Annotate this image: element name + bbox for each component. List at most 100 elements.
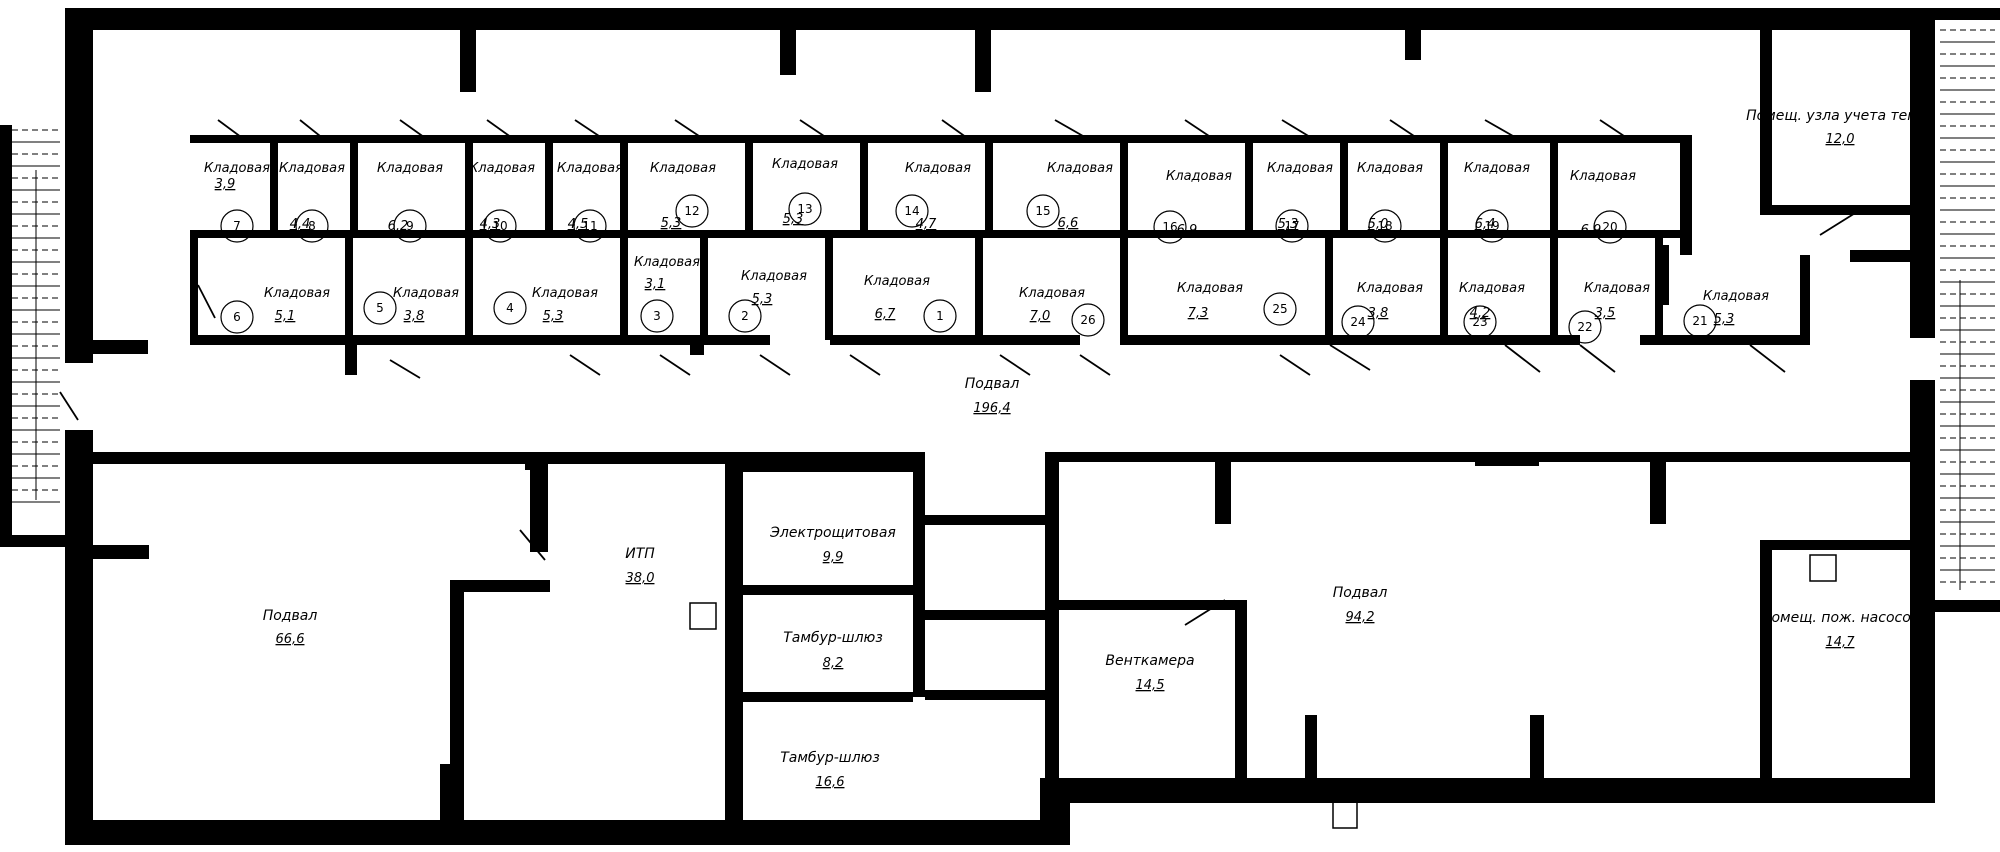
storage-partition: [345, 235, 353, 340]
stair-wall-left: [0, 125, 12, 545]
room-number-circle: [1683, 304, 1717, 338]
storage-bottom-wall-left: [190, 335, 770, 345]
door-leaf: [1184, 119, 1216, 141]
door-leaf: [799, 119, 831, 141]
room-number-circle: [1568, 310, 1602, 344]
room-area: 6,9: [1581, 223, 1602, 238]
door-leaf: [849, 354, 881, 376]
shaft-square: [1809, 554, 1837, 582]
room-number-circle: [1153, 210, 1187, 244]
room-number-circle: [1263, 292, 1297, 326]
storage-partition: [190, 235, 198, 340]
room-name: Кладовая: [905, 161, 971, 176]
room-area: 8,2: [823, 656, 844, 671]
door-leaf: [1329, 344, 1371, 371]
room-name: Кладовая: [634, 255, 700, 270]
room-name: Кладовая: [469, 161, 535, 176]
door-leaf: [941, 119, 971, 141]
room-number: 21: [1692, 314, 1707, 328]
storage-partition: [860, 135, 868, 235]
room-name: Кладовая: [279, 161, 345, 176]
storage-partition: [825, 235, 833, 340]
room-number: 19: [1484, 219, 1499, 233]
storage-partition: [1325, 235, 1333, 340]
room-name: Кладовая: [1357, 281, 1423, 296]
door-leaf: [1079, 354, 1111, 376]
room-area: 3,8: [404, 309, 425, 324]
room-number-circle: [640, 299, 674, 333]
itp-wall-top: [450, 580, 550, 592]
room-area: 3,1: [645, 277, 666, 292]
service-block-right: [913, 462, 925, 697]
left-basement-stub: [93, 545, 149, 559]
room-name: Подвал: [1333, 585, 1388, 601]
room-name: Подвал: [965, 376, 1020, 392]
stair-wall-bottom: [1935, 600, 2000, 612]
walls: [0, 8, 2000, 845]
left-basement-pier: [440, 764, 450, 820]
room-number-circle: [923, 299, 957, 333]
outer-wall-left-lower: [65, 430, 93, 845]
storage-partition: [270, 135, 278, 235]
door-leaf: [569, 354, 601, 376]
room-area: 5,3: [1714, 312, 1735, 327]
room-number: 6: [233, 310, 241, 324]
room-area: 4,3: [480, 217, 501, 232]
door-leaf: [1279, 354, 1311, 376]
room-name: Кладовая: [1584, 281, 1650, 296]
wall-pier: [975, 30, 991, 92]
room-area: 5,0: [1368, 217, 1389, 232]
room-area: 12,0: [1826, 132, 1855, 147]
door-leaf: [1579, 344, 1616, 373]
room-name: Кладовая: [1267, 161, 1333, 176]
room-area: 6,6: [1058, 216, 1079, 231]
room-number-circle: [220, 300, 254, 334]
room-number: 14: [904, 204, 919, 218]
room-area: 4,5: [568, 217, 589, 232]
room-area: 3,8: [1368, 306, 1389, 321]
storage-partition: [465, 135, 473, 235]
door-leaf: [486, 119, 516, 141]
door-leaf: [574, 119, 606, 141]
itp-door-jamb: [530, 462, 548, 552]
room-name: Кладовая: [1703, 289, 1769, 304]
basement-right-pier-3: [1650, 452, 1666, 524]
room-number-circle: [895, 194, 929, 228]
stair-wall-top: [1935, 8, 2000, 20]
door-leaf: [1054, 119, 1091, 141]
room-number-circle: [363, 291, 397, 325]
storage-partition: [700, 235, 708, 340]
door-leaf: [197, 284, 216, 319]
room-area: 66,6: [276, 632, 305, 647]
outer-wall-left-upper: [65, 8, 93, 363]
room-name: Кладовая: [1357, 161, 1423, 176]
basement-right-pier-5: [1530, 715, 1544, 780]
storage-bottom-wall-far: [1640, 335, 1810, 345]
storage-partition: [1120, 235, 1128, 340]
itp-wall-left: [450, 580, 464, 820]
wall-pier: [780, 30, 796, 75]
wall-pier: [460, 30, 476, 92]
room-number: 1: [936, 309, 944, 323]
room-number-circle: [393, 209, 427, 243]
heat-room-bottom: [1760, 205, 1910, 215]
room-name: ИТП: [625, 546, 655, 562]
room-name: Кладовая: [204, 161, 270, 176]
room-number: 13: [797, 202, 812, 216]
storage-partition: [350, 135, 358, 235]
storage-partition: [1340, 135, 1348, 235]
room-number-circle: [1275, 209, 1309, 243]
heat-room-left: [1760, 30, 1772, 210]
door-leaf: [1914, 559, 1931, 596]
door-leaf: [399, 119, 429, 141]
storage-partition: [1245, 135, 1253, 235]
door-leaf: [59, 539, 86, 561]
service-mid-wall-2: [925, 610, 1050, 620]
room-name: Помещ. пож. насосов: [1761, 610, 1919, 626]
electrical-top: [743, 462, 913, 472]
room-name: Тамбур-шлюз: [783, 630, 883, 646]
door-leaf: [1389, 119, 1421, 141]
heat-room-stub: [1850, 250, 1910, 262]
basement-right-pier-1: [1215, 452, 1231, 524]
